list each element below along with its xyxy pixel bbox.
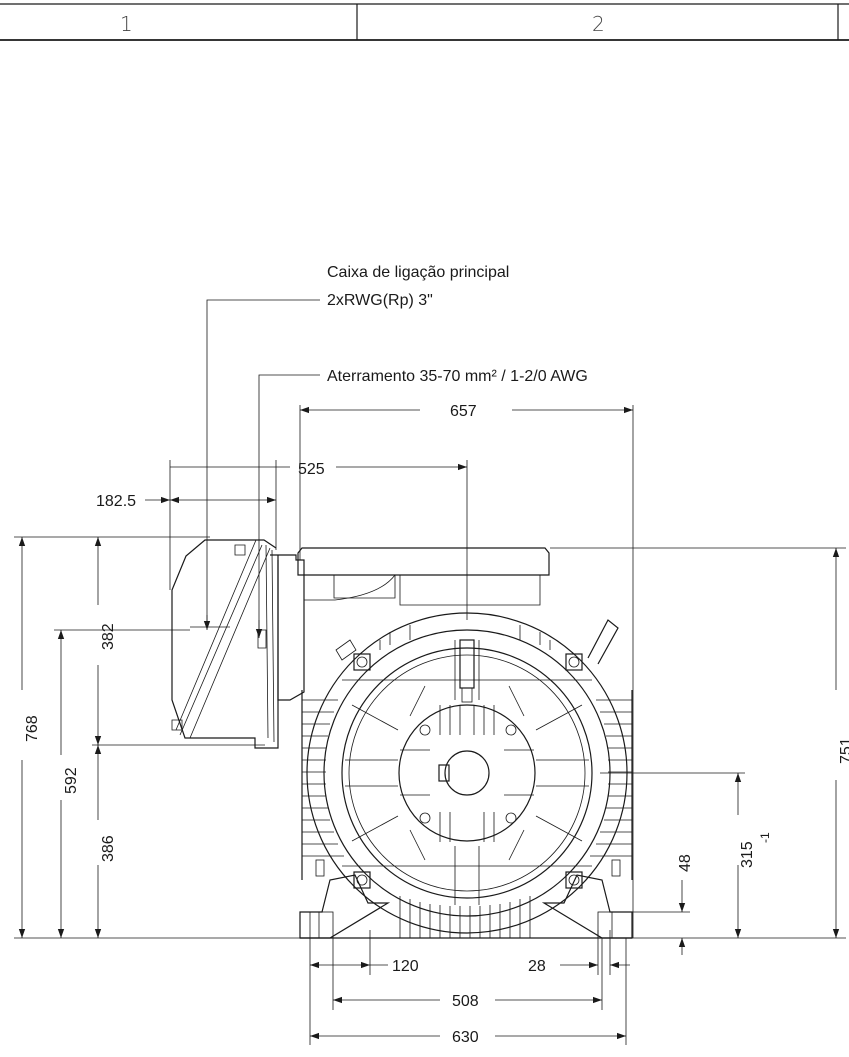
dim-508-label: 508	[452, 993, 479, 1010]
dim-768-label: 768	[24, 715, 41, 742]
dim-508: 508	[332, 938, 603, 1010]
dim-525: 525	[170, 460, 468, 620]
motor-frame	[297, 547, 633, 939]
dim-28: 28	[528, 930, 630, 975]
dim-630-label: 630	[452, 1029, 479, 1046]
dim-768: 768	[14, 536, 210, 938]
header-col-1: 1	[120, 12, 133, 36]
callout-grounding: Aterramento 35-70 mm² / 1-2/0 AWG	[327, 368, 588, 385]
callout-terminal-box-thread: 2xRWG(Rp) 3"	[327, 292, 433, 309]
dim-592-label: 592	[63, 767, 80, 794]
dim-120: 120	[309, 912, 419, 1045]
dim-592: 592	[54, 629, 190, 938]
dim-48: 48	[630, 854, 846, 955]
dim-525-label: 525	[298, 461, 325, 478]
dim-120-label: 120	[392, 958, 419, 975]
dim-657: 657	[299, 403, 634, 938]
callout-terminal-box-title: Caixa de ligação principal	[327, 264, 509, 281]
title-block-header: 1 2	[0, 3, 849, 41]
dim-182-5: 182.5	[96, 460, 277, 590]
dim-386-label: 386	[100, 835, 117, 862]
dim-28-label: 28	[528, 958, 546, 975]
dim-315-label: 315	[739, 841, 756, 868]
header-col-2: 2	[592, 12, 605, 36]
dim-315: 315 -1	[600, 772, 772, 938]
dim-182-5-label: 182.5	[96, 493, 136, 510]
dim-382: 382	[92, 537, 200, 746]
dim-382-label: 382	[100, 623, 117, 650]
dim-657-label: 657	[450, 403, 477, 420]
dim-751: 751	[550, 547, 849, 938]
dim-315-tolerance: -1	[758, 832, 772, 843]
fan-cover	[306, 612, 628, 938]
dim-48-label: 48	[677, 854, 694, 872]
dim-386: 386	[94, 745, 117, 938]
terminal-box	[171, 539, 305, 749]
dim-751-label: 751	[838, 737, 849, 764]
callout-leaders: Caixa de ligação principal 2xRWG(Rp) 3" …	[203, 264, 588, 638]
dim-630: 630	[310, 938, 627, 1046]
